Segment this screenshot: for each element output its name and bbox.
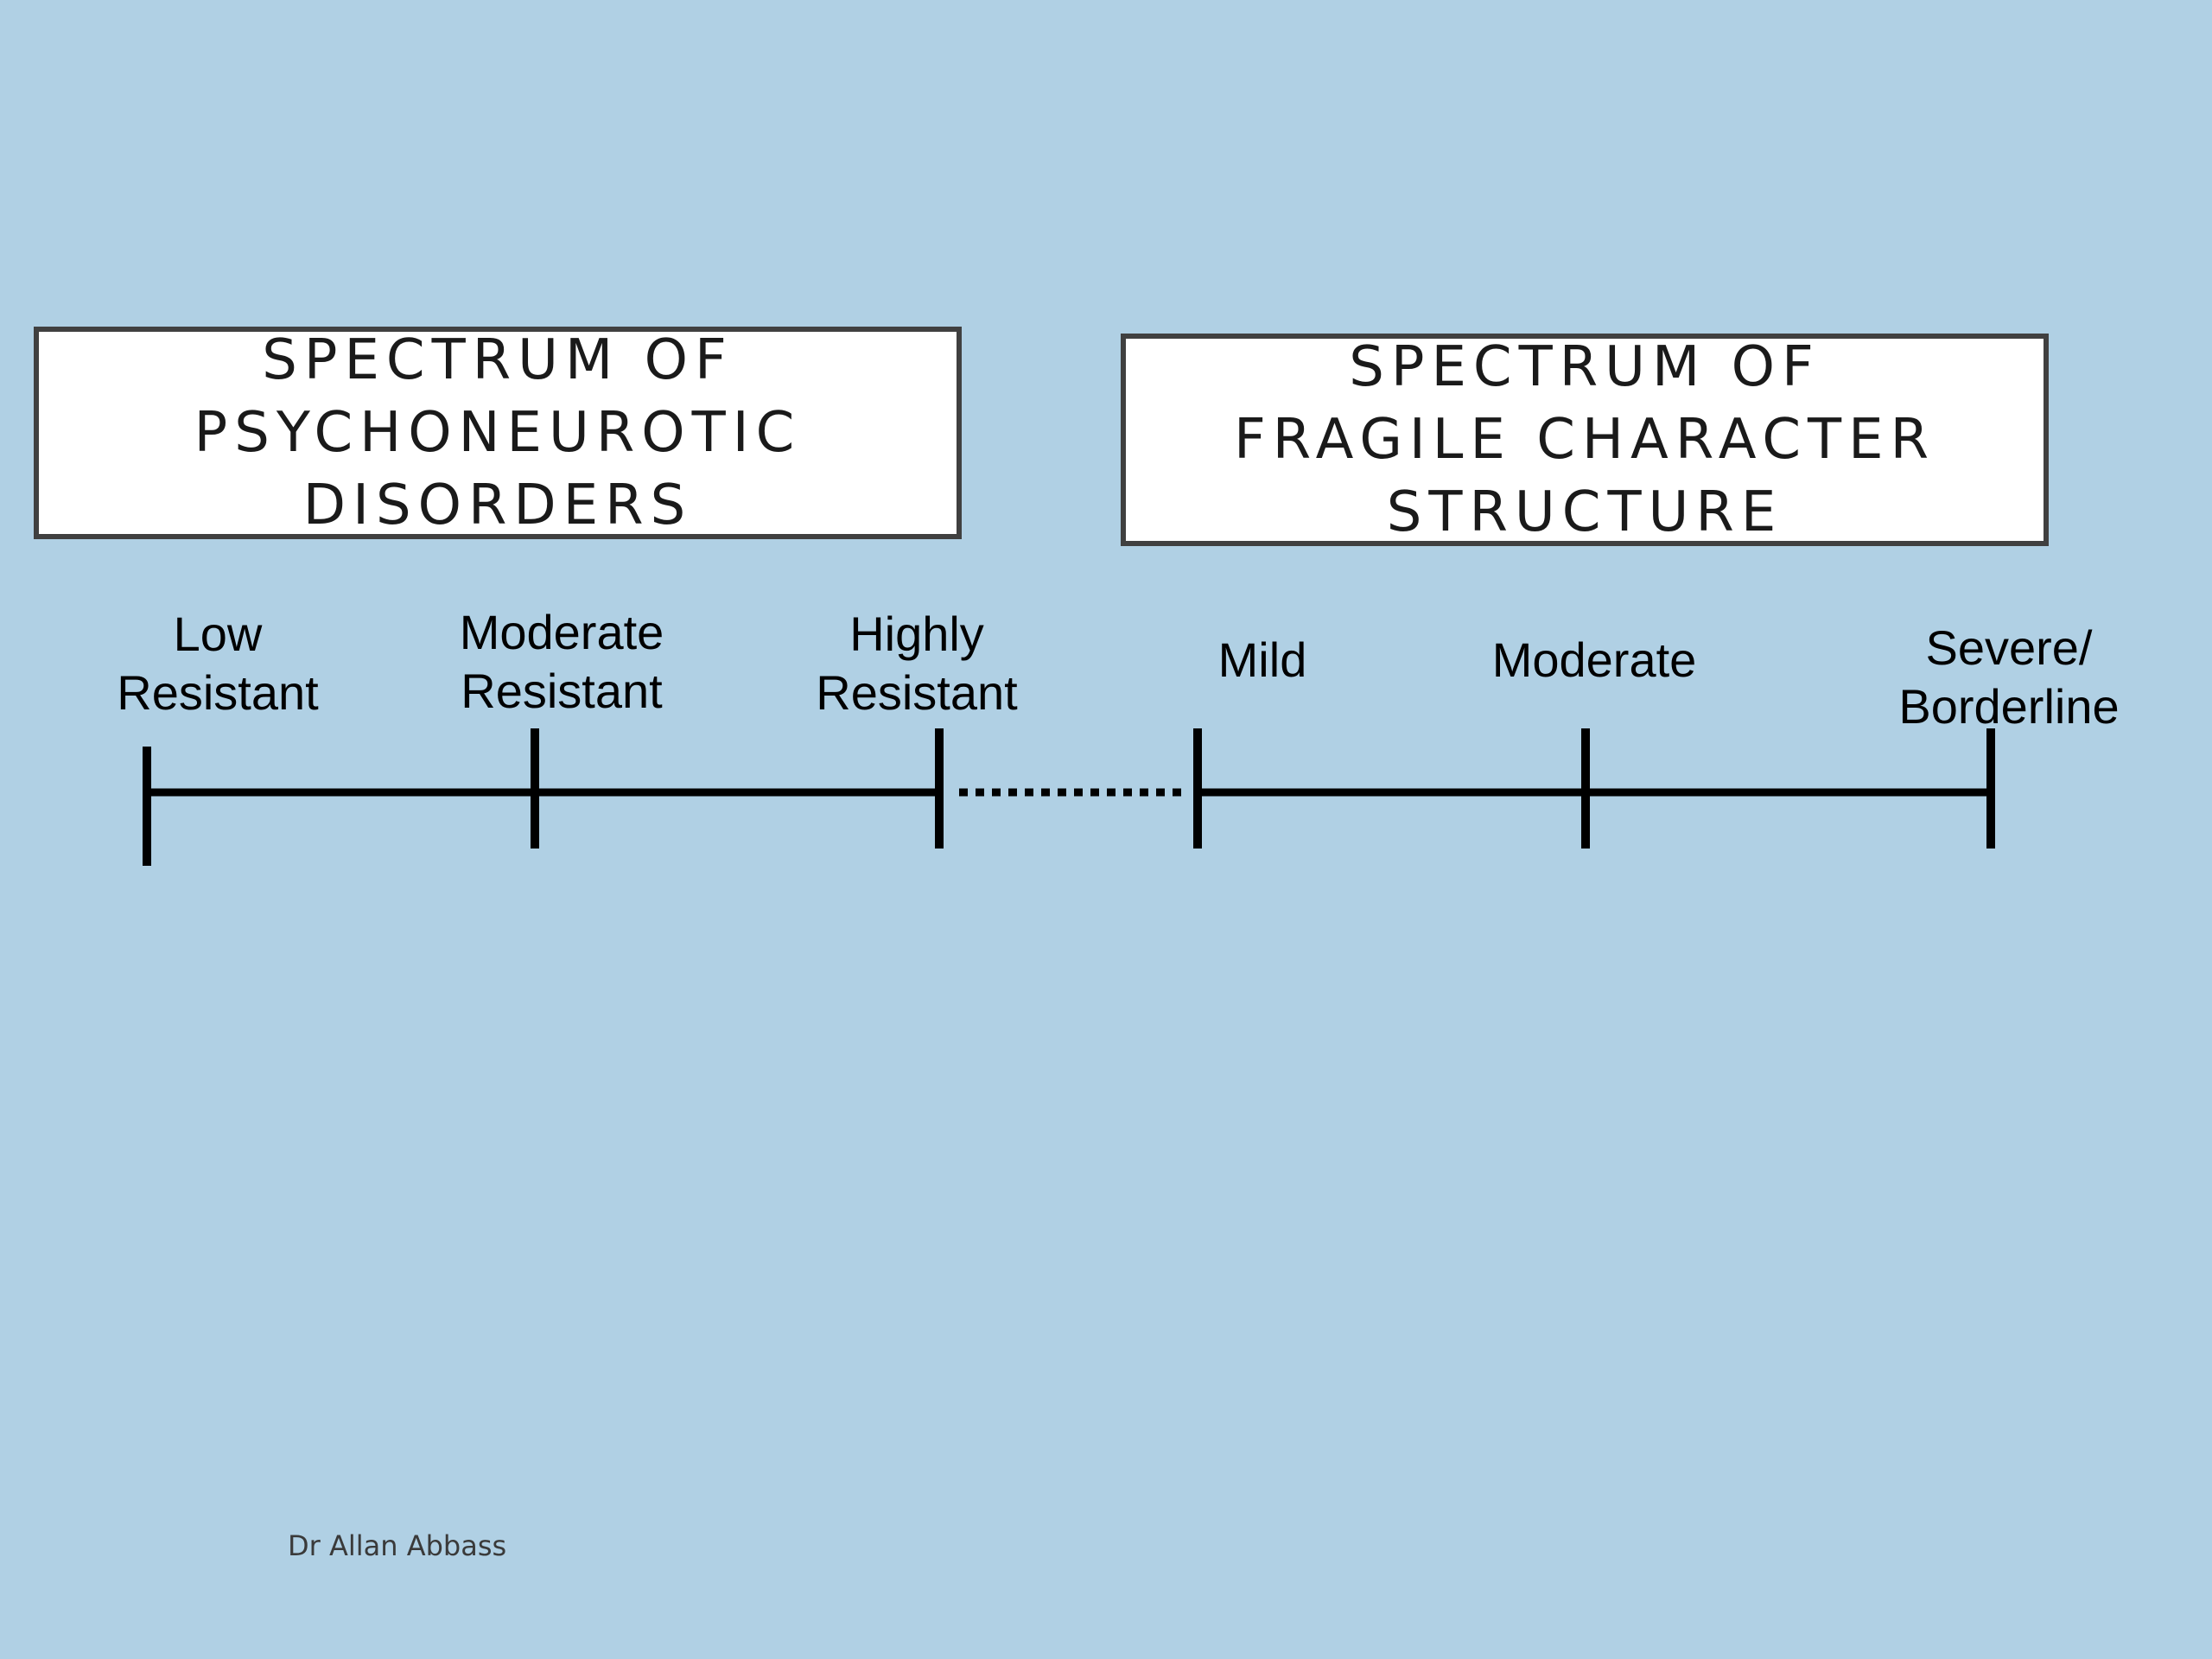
label-highly-resistant-line-2: Resistant (816, 665, 1018, 720)
fragile-title-line-3: STRUCTURE (1386, 480, 1783, 544)
fragile-character-spectrum-title-box: SPECTRUM OF FRAGILE CHARACTER STRUCTURE (1121, 334, 2049, 546)
author-credit: Dr Allan Abbass (288, 1529, 507, 1562)
label-low-resistant-line-1: Low (173, 607, 263, 661)
label-moderate-resistant-line-2: Resistant (461, 664, 663, 718)
label-severe-borderline-line-2: Borderline (1898, 679, 2120, 734)
label-severe-borderline-line-1: Severe/ (1925, 620, 2093, 675)
label-mild-line-1: Mild (1217, 632, 1307, 687)
psychoneurotic-title-line-2: PSYCHONEUROTIC (194, 401, 802, 465)
label-highly-resistant-line-1: Highly (849, 607, 984, 661)
label-moderate-resistant: Moderate Resistant (460, 603, 664, 721)
psychoneurotic-spectrum-title-box: SPECTRUM OF PSYCHONEUROTIC DISORDERS (34, 327, 962, 539)
label-mild: Mild (1218, 631, 1307, 690)
label-severe-borderline: Severe/ Borderline (1898, 619, 2119, 736)
label-highly-resistant: Highly Resistant (816, 605, 1017, 722)
psychoneurotic-title-line-1: SPECTRUM OF (262, 328, 734, 392)
label-moderate: Moderate (1492, 631, 1697, 690)
label-moderate-resistant-line-1: Moderate (459, 605, 664, 659)
label-low-resistant-line-2: Resistant (117, 665, 319, 720)
label-moderate-line-1: Moderate (1491, 632, 1697, 687)
fragile-title-line-1: SPECTRUM OF (1349, 335, 1821, 399)
psychoneurotic-title-line-3: DISORDERS (302, 474, 693, 537)
label-low-resistant: Low Resistant (117, 605, 318, 722)
fragile-title-line-2: FRAGILE CHARACTER (1233, 408, 1936, 472)
